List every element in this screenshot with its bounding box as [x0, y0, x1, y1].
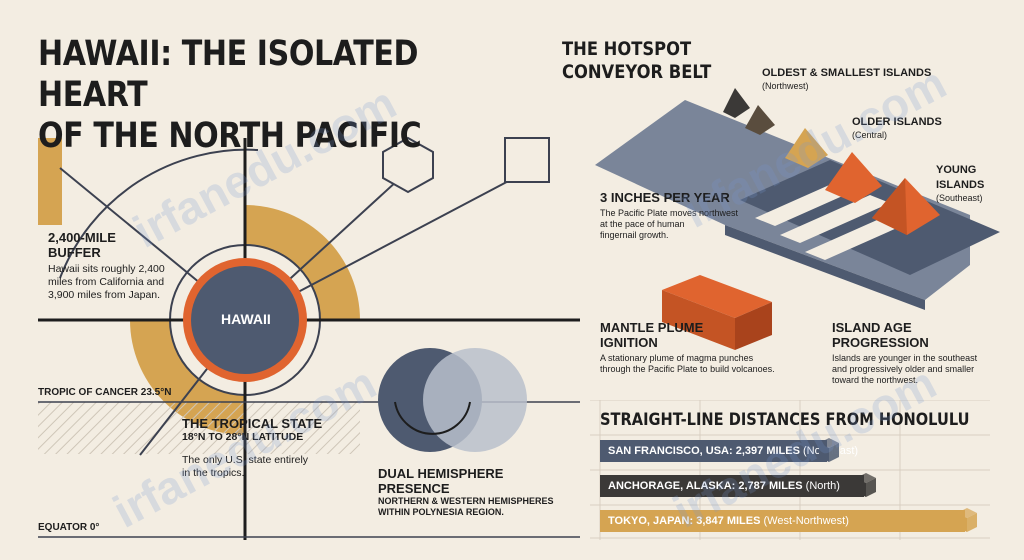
- plume-title-1: MANTLE PLUME: [600, 320, 704, 335]
- buffer-title-2: BUFFER: [48, 245, 101, 260]
- lane-divider-2: [780, 195, 890, 243]
- young-label: YOUNG ISLANDS (Southeast): [936, 163, 984, 204]
- buffer-body-2: miles from California and: [48, 276, 165, 288]
- distance-miles: 2,397: [735, 445, 764, 457]
- distance-unit: MILES: [768, 480, 803, 492]
- island-oldest: [723, 88, 750, 118]
- title-line-2: OF THE NORTH PACIFIC: [38, 116, 422, 156]
- plume-body-1: A stationary plume of magma punches: [600, 353, 754, 363]
- plume-body-2: through the Pacific Plate to build volca…: [600, 364, 775, 374]
- equator-label: EQUATOR 0°: [38, 522, 100, 533]
- young-title-1: YOUNG: [936, 164, 977, 176]
- title-line-1: HAWAII: THE ISOLATED HEART: [38, 34, 419, 115]
- hotspot-diagram: [595, 88, 1000, 350]
- distance-miles: 2,787: [738, 480, 766, 492]
- distance-direction: (West-Northwest): [763, 515, 849, 527]
- young-title-2: ISLANDS: [936, 179, 985, 191]
- square-shape: [504, 137, 550, 183]
- distance-place: SAN FRANCISCO, USA:: [608, 445, 733, 457]
- progression-body-3: toward the northwest.: [832, 375, 919, 385]
- rate-body-1: The Pacific Plate moves northwest: [600, 208, 739, 218]
- hemisphere-arc: [394, 401, 471, 435]
- buffer-body-3: 3,900 miles from Japan.: [48, 289, 161, 301]
- hexagon-shape: [382, 136, 434, 194]
- island-older: [785, 128, 828, 168]
- tropical-body-1: The only U.S. state entirely: [182, 454, 309, 466]
- oldest-label: OLDEST & SMALLEST ISLANDS (Northwest): [762, 66, 931, 92]
- hemisphere-callout: DUAL HEMISPHERE PRESENCE NORTHERN & WEST…: [378, 466, 578, 518]
- progression-body-1: Islands are younger in the southeast: [832, 353, 978, 363]
- tropical-body-2: in the tropics.: [182, 467, 245, 479]
- distance-cube-1: [856, 473, 876, 497]
- gold-block: [38, 138, 62, 225]
- oldest-title: OLDEST & SMALLEST ISLANDS: [762, 67, 932, 79]
- distance-place: ANCHORAGE, ALASKA:: [608, 480, 736, 492]
- distance-cube-0: [819, 438, 839, 462]
- distance-miles: 3,847: [696, 515, 724, 527]
- plume-side: [735, 302, 772, 350]
- young-sub: (Southeast): [936, 193, 983, 203]
- island-young-2-shade: [872, 178, 907, 235]
- plume-top: [662, 275, 772, 318]
- plume-title-2: IGNITION: [600, 335, 658, 350]
- outer-arc: [59, 148, 259, 279]
- lane-1: [740, 160, 1000, 275]
- rate-body-2: at the pace of human: [600, 219, 685, 229]
- distance-bar-1: ANCHORAGE, ALASKA: 2,787 MILES (North): [600, 475, 864, 497]
- hotspot-title-1: THE HOTSPOT: [562, 38, 692, 60]
- older-title: OLDER ISLANDS: [852, 116, 942, 128]
- older-sub: (Central): [852, 130, 888, 140]
- hemisphere-circle-right: [423, 348, 527, 452]
- hotspot-title-2: CONVEYOR BELT: [562, 61, 712, 83]
- progression-title: ISLAND AGE PROGRESSION: [832, 320, 929, 350]
- page-title: HAWAII: THE ISOLATED HEART OF THE NORTH …: [38, 34, 442, 157]
- buffer-body-1: Hawaii sits roughly 2,400: [48, 263, 165, 275]
- hawaii-label: HAWAII: [221, 311, 271, 327]
- rate-body-3: fingernail growth.: [600, 230, 669, 240]
- hawaii-core: [191, 266, 299, 374]
- distance-place: TOKYO, JAPAN:: [608, 515, 694, 527]
- buffer-callout: 2,400-MILE BUFFER Hawaii sits roughly 2,…: [48, 230, 178, 302]
- plume-callout: MANTLE PLUME IGNITION A stationary plume…: [600, 320, 820, 375]
- rate-title: 3 INCHES PER YEAR: [600, 190, 730, 205]
- tropics-band: [38, 402, 360, 454]
- hemisphere-body-1: NORTHERN & WESTERN HEMISPHERES: [378, 496, 554, 506]
- distance-bar-0: SAN FRANCISCO, USA: 2,397 MILES (Northea…: [600, 440, 858, 462]
- gold-arc-ne: [245, 205, 360, 320]
- oldest-sub: (Northwest): [762, 81, 809, 91]
- hemisphere-title: DUAL HEMISPHERE PRESENCE: [378, 466, 504, 496]
- distance-bar-2: TOKYO, JAPAN: 3,847 MILES (West-Northwes…: [600, 510, 965, 532]
- distances-title: STRAIGHT-LINE DISTANCES FROM HONOLULU: [600, 410, 970, 430]
- tropical-title: THE TROPICAL STATE: [182, 416, 323, 431]
- island-old: [745, 105, 775, 135]
- distance-direction: (North): [805, 480, 840, 492]
- rate-callout: 3 INCHES PER YEAR The Pacific Plate move…: [600, 190, 760, 241]
- progression-callout: ISLAND AGE PROGRESSION Islands are young…: [832, 320, 1002, 386]
- distance-cube-2: [957, 508, 977, 532]
- progression-body-2: and progressively older and smaller: [832, 364, 975, 374]
- hotspot-title: THE HOTSPOT CONVEYOR BELT: [562, 38, 711, 84]
- tropical-callout: THE TROPICAL STATE 18°N TO 28°N LATITUDE…: [182, 416, 352, 480]
- tropical-subtitle: 18°N TO 28°N LATITUDE: [182, 431, 304, 443]
- hemisphere-body-2: WITHIN POLYNESIA REGION.: [378, 507, 504, 517]
- buffer-title-1: 2,400-MILE: [48, 230, 116, 245]
- tropic-label: TROPIC OF CANCER 23.5°N: [38, 387, 172, 398]
- distance-unit: MILES: [726, 515, 761, 527]
- distance-unit: MILES: [766, 445, 800, 457]
- left-diagram: [38, 136, 580, 540]
- older-label: OLDER ISLANDS (Central): [852, 115, 942, 141]
- plate-edge: [725, 225, 925, 310]
- plume-front: [662, 290, 735, 350]
- island-young-1: [825, 152, 882, 203]
